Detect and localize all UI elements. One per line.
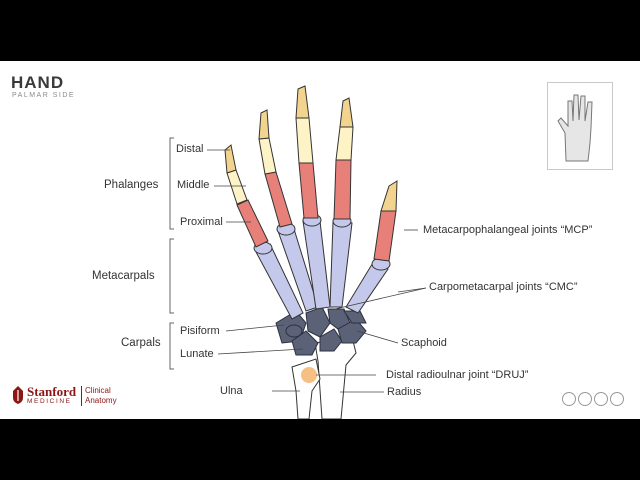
logo-medicine: MEDICINE — [27, 398, 72, 405]
slide: HAND PALMAR SIDE — [0, 61, 640, 419]
nd-icon — [610, 392, 624, 406]
by-icon — [578, 392, 592, 406]
nc-icon — [594, 392, 608, 406]
cmc-label: Carpometacarpal joints “CMC” — [429, 281, 578, 293]
palm-reference-thumbnail — [547, 82, 613, 170]
logo-clinical: Clinical — [85, 386, 111, 395]
logo-divider — [81, 386, 82, 406]
carpals-label: Carpals — [121, 337, 161, 349]
druj-highlight — [301, 367, 317, 383]
scaphoid-label: Scaphoid — [401, 337, 447, 349]
metacarpals — [254, 214, 390, 319]
middle-phalanges — [227, 118, 353, 204]
stanford-tree-icon — [12, 386, 24, 404]
phalanges-label: Phalanges — [104, 179, 158, 191]
middle-label: Middle — [177, 179, 209, 191]
radius-label: Radius — [387, 386, 421, 398]
proximal-label: Proximal — [180, 216, 223, 228]
hand-skeleton-diagram — [0, 61, 640, 419]
ulna-label: Ulna — [220, 385, 243, 397]
cc-license-icons — [562, 392, 626, 411]
cc-icon — [562, 392, 576, 406]
distal-label: Distal — [176, 143, 204, 155]
mcp-label: Metacarpophalangeal joints “MCP” — [423, 224, 592, 236]
druj-label: Distal radioulnar joint “DRUJ” — [386, 369, 528, 381]
group-brackets — [170, 138, 174, 369]
metacarpals-label: Metacarpals — [92, 270, 155, 282]
palm-outline-icon — [548, 83, 612, 169]
pisiform-label: Pisiform — [180, 325, 220, 337]
lunate-label: Lunate — [180, 348, 214, 360]
logo-anatomy: Anatomy — [85, 396, 117, 405]
